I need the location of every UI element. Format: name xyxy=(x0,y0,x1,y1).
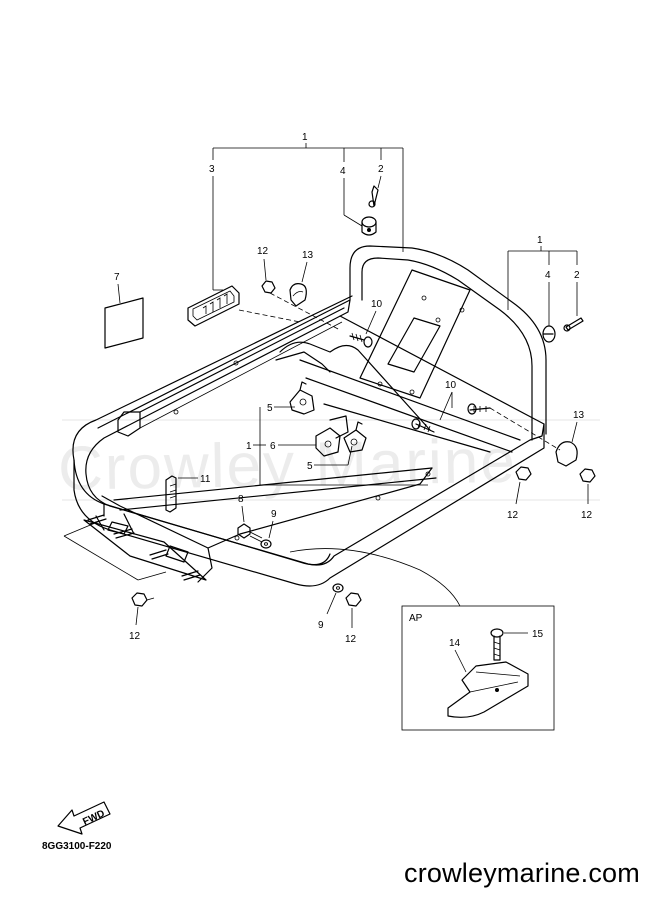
screw-part-15 xyxy=(490,628,504,661)
inset-ap-label: AP xyxy=(409,613,423,624)
washer-part-9-upper xyxy=(260,539,272,549)
callout-14: 14 xyxy=(449,638,461,649)
nut-part-12-lower-mid xyxy=(345,592,362,607)
clip-part-13-upper xyxy=(289,283,307,307)
callout-15: 15 xyxy=(532,629,544,640)
inset-pointer-curve xyxy=(289,548,461,607)
callout-1-mid: 1 xyxy=(246,441,252,452)
callout-6: 6 xyxy=(270,441,276,452)
pin-part-2-right xyxy=(563,317,584,332)
watermark-text: Crowley Marine xyxy=(58,427,518,504)
latch-part-11 xyxy=(165,475,177,513)
callout-10-upper: 10 xyxy=(371,299,383,310)
pad-part-14 xyxy=(447,661,529,718)
nut-part-12-right-b xyxy=(579,468,596,483)
callout-2-top: 2 xyxy=(378,164,384,175)
callout-7: 7 xyxy=(114,272,120,283)
decal-part-3 xyxy=(187,285,240,327)
callout-5-upper: 5 xyxy=(267,403,273,414)
clamp-part-5-lower xyxy=(343,421,367,453)
stopper-part-4-right xyxy=(542,325,556,343)
callout-12-upper: 12 xyxy=(257,246,269,257)
bolt-part-8 xyxy=(237,523,263,543)
studs-left xyxy=(87,514,201,581)
callout-12-lower-left: 12 xyxy=(129,631,141,642)
callout-2-right: 2 xyxy=(574,270,580,281)
callout-9-upper: 9 xyxy=(271,509,277,520)
callout-1-top: 1 xyxy=(302,132,308,143)
callout-3: 3 xyxy=(209,164,215,175)
pin-part-2-top xyxy=(368,185,379,208)
callout-13-right: 13 xyxy=(573,410,585,421)
callout-8: 8 xyxy=(238,494,244,505)
callout-group-top xyxy=(212,143,404,291)
nut-part-12-right-a xyxy=(515,466,532,481)
clip-part-13-right xyxy=(555,441,578,467)
inset-ap-box xyxy=(401,605,555,731)
leader-lines-left xyxy=(63,520,167,581)
diagram-code: 8GG3100-F220 xyxy=(42,841,112,852)
callout-group-right xyxy=(507,246,578,326)
callout-5-lower: 5 xyxy=(307,461,313,472)
callout-9-lower: 9 xyxy=(318,620,324,631)
nut-part-12-lower-left xyxy=(131,592,155,607)
bolt-part-10-right-b xyxy=(411,418,435,433)
callout-12-lower-mid: 12 xyxy=(345,634,357,645)
callout-1-right: 1 xyxy=(537,235,543,246)
callout-4-top: 4 xyxy=(340,166,346,177)
callout-4-right: 4 xyxy=(545,270,551,281)
fwd-arrow-icon xyxy=(57,801,111,835)
clamp-part-5-upper xyxy=(289,381,315,415)
clamp-part-6 xyxy=(315,415,349,457)
callout-11: 11 xyxy=(200,474,211,485)
stopper-part-4-top xyxy=(361,216,377,236)
washer-part-9-lower xyxy=(332,583,344,593)
bolt-part-10-upper xyxy=(349,332,373,348)
callout-13-upper: 13 xyxy=(302,250,314,261)
label-plate-part-7 xyxy=(104,297,144,349)
site-footer-text: crowleymarine.com xyxy=(404,858,640,888)
callout-10-right: 10 xyxy=(445,380,457,391)
callout-12-right-b: 12 xyxy=(581,510,593,521)
bolt-part-10-right-a xyxy=(467,403,491,415)
mounting-frame xyxy=(72,245,547,587)
callout-12-right-a: 12 xyxy=(507,510,519,521)
nut-part-12-upper xyxy=(261,280,276,294)
